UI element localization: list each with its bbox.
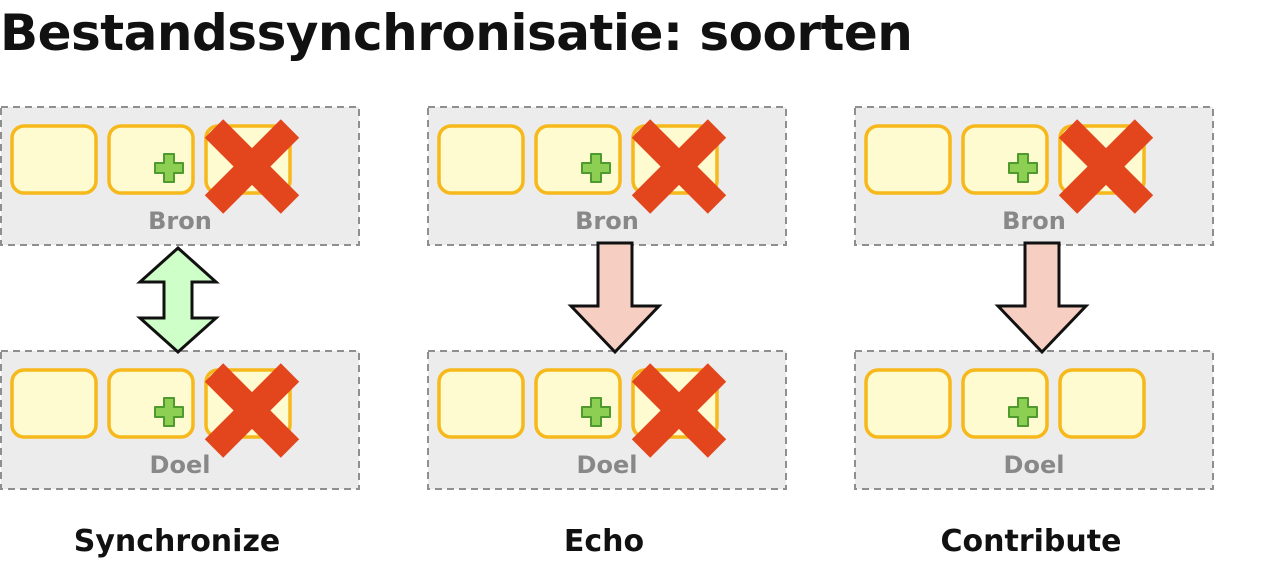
file-box (1058, 368, 1146, 439)
down-arrow-icon (994, 241, 1090, 355)
file-box (107, 124, 195, 195)
plus-icon (1008, 397, 1038, 427)
plus-icon (581, 153, 611, 183)
source-label: Bron (1002, 207, 1066, 235)
cross-icon (204, 363, 300, 458)
file-box (437, 368, 525, 439)
file-box (107, 368, 195, 439)
mode-label: Contribute (941, 524, 1122, 559)
target-label: Doel (1004, 451, 1065, 479)
file-box (437, 124, 525, 195)
mode-label: Echo (564, 524, 644, 559)
diagram-columns: BronDoelSynchronizeBronDoelEchoBronDoelC… (0, 106, 1214, 559)
file-box (961, 368, 1049, 439)
target-label: Doel (577, 451, 638, 479)
mode-label: Synchronize (74, 524, 281, 559)
plus-icon (154, 153, 184, 183)
cross-icon (1058, 119, 1154, 214)
file-box (10, 368, 98, 439)
cross-icon (631, 363, 727, 458)
file-box (864, 124, 952, 195)
plus-icon (581, 397, 611, 427)
target-label: Doel (150, 451, 211, 479)
cross-icon (204, 119, 300, 214)
file-box (864, 368, 952, 439)
file-box (10, 124, 98, 195)
down-arrow-icon (567, 241, 663, 355)
file-box (961, 124, 1049, 195)
source-label: Bron (148, 207, 212, 235)
file-box (534, 124, 622, 195)
source-label: Bron (575, 207, 639, 235)
plus-icon (1008, 153, 1038, 183)
plus-icon (154, 397, 184, 427)
page-title: Bestandssynchronisatie: soorten (0, 4, 913, 62)
file-box (534, 368, 622, 439)
sync-arrow-icon (136, 245, 220, 355)
cross-icon (631, 119, 727, 214)
